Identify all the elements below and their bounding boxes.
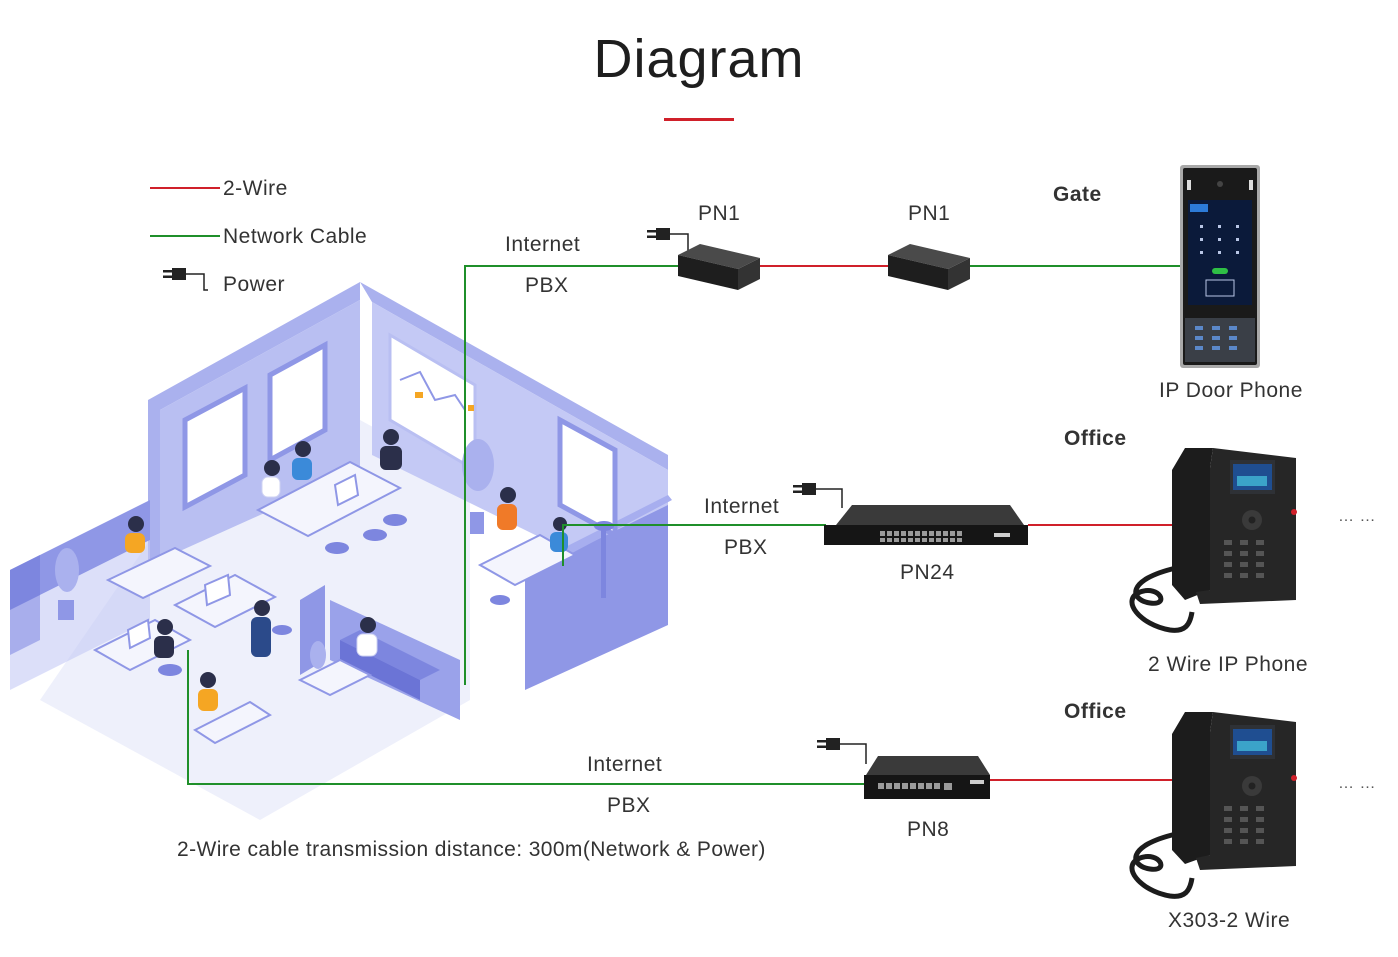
power-plug-icon bbox=[817, 738, 867, 764]
office1-internet-label: Internet bbox=[704, 495, 780, 518]
legend-two-wire-label: 2-Wire bbox=[223, 177, 288, 200]
gate-internet-label: Internet bbox=[505, 233, 581, 256]
title-underline bbox=[664, 118, 734, 121]
two-wire-ip-phone bbox=[1129, 448, 1297, 633]
power-plug-icon bbox=[647, 228, 689, 252]
office2-pbx-label: PBX bbox=[607, 794, 651, 817]
office2-location-label: Office bbox=[1064, 700, 1127, 723]
transmission-distance-note: 2-Wire cable transmission distance: 300m… bbox=[177, 838, 766, 861]
pn1-injector-left bbox=[678, 244, 760, 290]
office2-more-ellipsis: … … bbox=[1338, 775, 1376, 792]
pn1-right-label: PN1 bbox=[908, 202, 951, 225]
pn1-injector-right bbox=[888, 244, 970, 290]
network-cable-office-2 bbox=[187, 650, 866, 785]
office-illustration bbox=[10, 282, 672, 820]
legend-power-label: Power bbox=[223, 273, 286, 296]
pn8-label: PN8 bbox=[907, 818, 950, 841]
pn1-left-label: PN1 bbox=[698, 202, 741, 225]
gate-location-label: Gate bbox=[1053, 183, 1102, 206]
two-wire-ip-phone-label: 2 Wire IP Phone bbox=[1148, 653, 1309, 676]
pn8-switch bbox=[864, 756, 990, 799]
ip-door-phone bbox=[1180, 165, 1260, 368]
office2-internet-label: Internet bbox=[587, 753, 663, 776]
ip-door-phone-label: IP Door Phone bbox=[1159, 379, 1303, 402]
x303-two-wire-phone bbox=[1129, 712, 1297, 899]
network-cable-gate bbox=[464, 265, 680, 685]
office1-more-ellipsis: … … bbox=[1338, 508, 1376, 525]
legend-power-plug-icon bbox=[163, 268, 208, 291]
gate-pbx-label: PBX bbox=[525, 274, 569, 297]
office1-pbx-label: PBX bbox=[724, 536, 768, 559]
office1-location-label: Office bbox=[1064, 427, 1127, 450]
power-plug-icon bbox=[793, 483, 843, 508]
pn24-label: PN24 bbox=[900, 561, 955, 584]
x303-phone-label: X303-2 Wire bbox=[1168, 909, 1291, 932]
network-cable-office-1 bbox=[562, 524, 826, 566]
legend-network-cable-label: Network Cable bbox=[223, 225, 368, 248]
page-title: Diagram bbox=[593, 29, 805, 89]
pn24-switch bbox=[824, 505, 1028, 545]
